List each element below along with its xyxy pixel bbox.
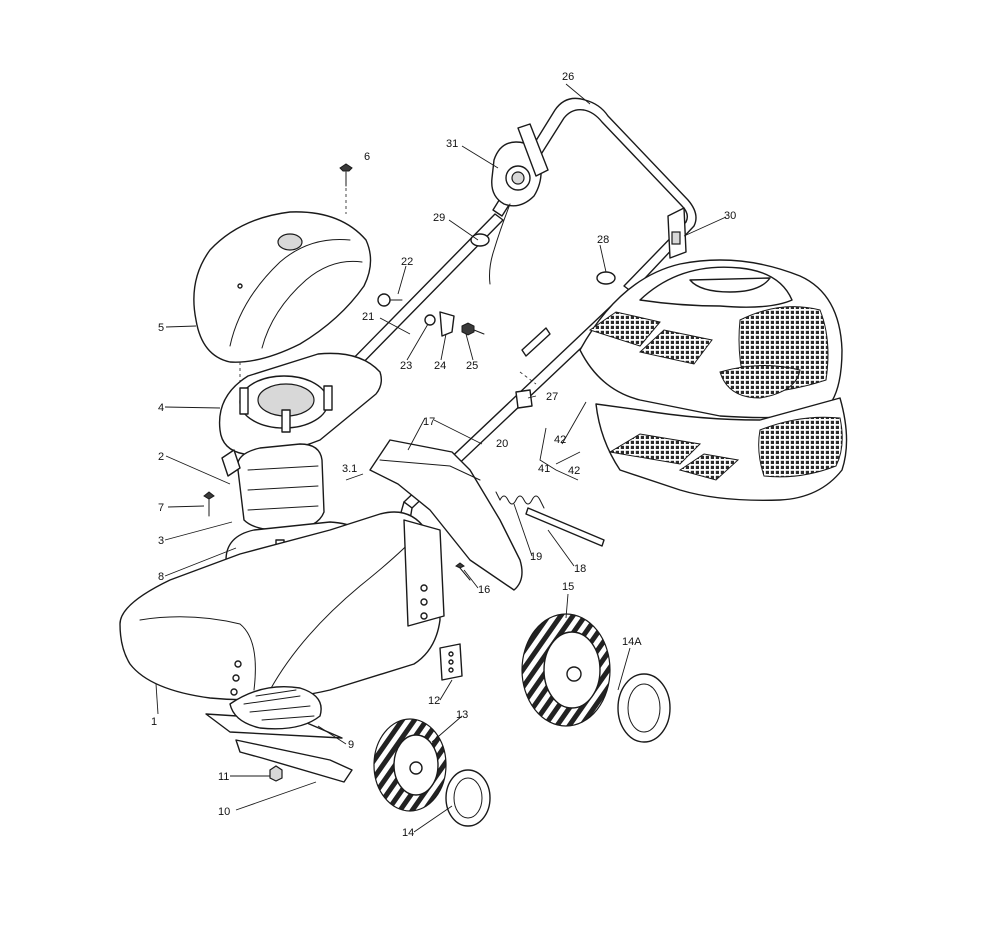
callout-1: 1	[151, 716, 157, 728]
callout-18: 18	[574, 563, 586, 575]
callout-22: 22	[401, 256, 413, 268]
axle-bracket	[439, 643, 463, 681]
callout-25: 25	[466, 360, 478, 372]
callout-16: 16	[478, 584, 490, 596]
callout-5: 5	[158, 322, 164, 334]
motor-housing	[218, 352, 383, 455]
fan-blade	[205, 686, 353, 783]
callout-4: 4	[158, 402, 164, 414]
callout-42-upper: 42	[554, 434, 566, 446]
spring-and-rod	[495, 491, 605, 547]
callout-15: 15	[562, 581, 574, 593]
callout-20: 20	[496, 438, 508, 450]
mower-deck	[119, 439, 523, 701]
callout-26: 26	[562, 71, 574, 83]
callout-10: 10	[218, 806, 230, 818]
cable-holder	[667, 207, 687, 259]
grass-box	[579, 259, 848, 501]
callout-13: 13	[456, 709, 468, 721]
callout-3-1: 3.1	[342, 463, 357, 475]
callout-labels: 26 30 31 6 29 28 22 21 5 23 24 25 27 4 1…	[151, 71, 736, 839]
callout-21: 21	[362, 311, 374, 323]
callout-24: 24	[434, 360, 446, 372]
callout-19: 19	[530, 551, 542, 563]
callout-41: 41	[538, 463, 550, 475]
callout-31: 31	[446, 138, 458, 150]
callout-30: 30	[724, 210, 736, 222]
rear-wheel	[521, 613, 671, 743]
callout-12: 12	[428, 695, 440, 707]
callout-17: 17	[423, 416, 435, 428]
callout-7: 7	[158, 502, 164, 514]
callout-42-lower: 42	[568, 465, 580, 477]
callout-14: 14	[402, 827, 414, 839]
callout-29: 29	[433, 212, 445, 224]
callout-11: 11	[218, 771, 229, 783]
callout-3: 3	[158, 535, 164, 547]
callout-14a: 14A	[622, 636, 642, 648]
callout-8: 8	[158, 571, 164, 583]
callout-6: 6	[364, 151, 370, 163]
callout-23: 23	[400, 360, 412, 372]
callout-9: 9	[348, 739, 354, 751]
switch-box	[489, 123, 549, 285]
clip	[515, 371, 537, 409]
callout-2: 2	[158, 451, 164, 463]
callout-28: 28	[597, 234, 609, 246]
front-wheel	[373, 718, 491, 827]
callout-27: 27	[546, 391, 558, 403]
motor-cover	[193, 163, 372, 384]
leader-lines	[155, 83, 727, 833]
